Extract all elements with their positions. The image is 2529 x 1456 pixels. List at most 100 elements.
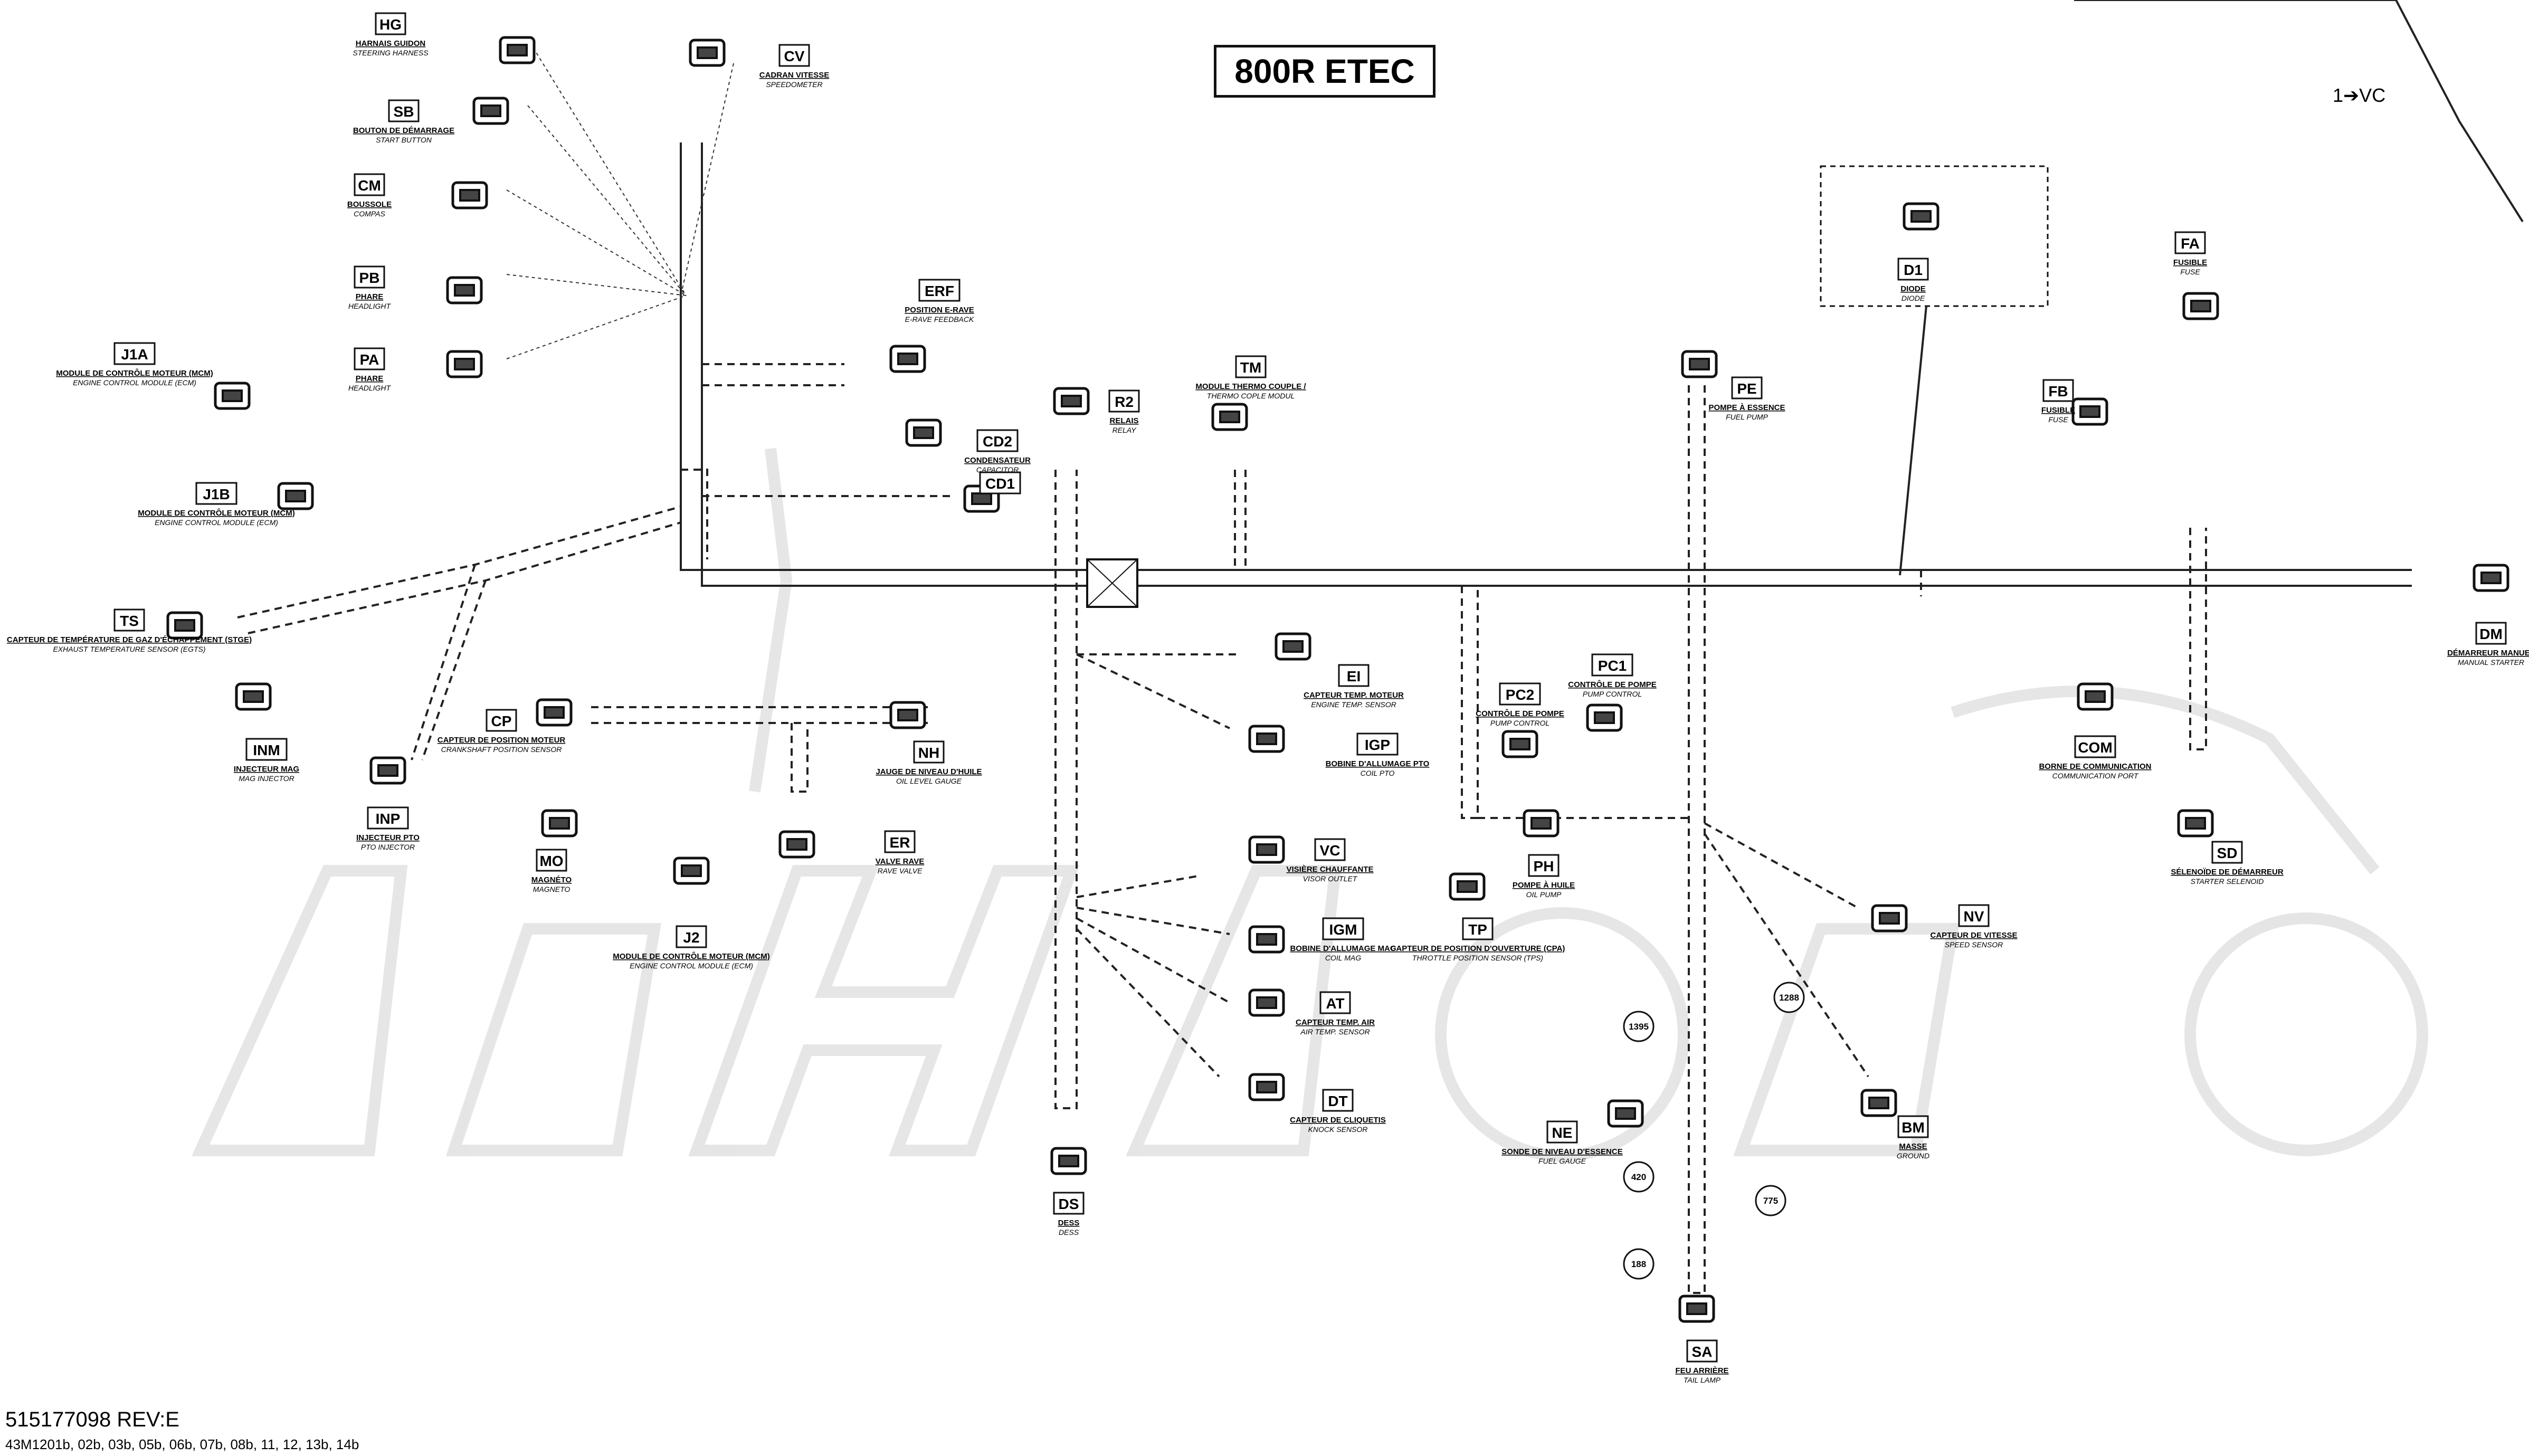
connector-code: CM: [358, 177, 381, 194]
connector-label-en: MANUAL STARTER: [2458, 658, 2524, 667]
connector-label-en: ENGINE CONTROL MODULE (ECM): [630, 962, 753, 970]
connector-pin-icon: [2085, 690, 2106, 703]
length-callout-circle: [1623, 1248, 1655, 1280]
connector-pin-icon: [697, 46, 718, 59]
diode-leader: [1899, 306, 1927, 576]
connector-code-box: [1897, 1115, 1929, 1138]
connector-code-box: [2475, 622, 2507, 645]
connector-code-box: [1338, 664, 1370, 687]
connector-code-box: [388, 99, 420, 122]
connector-code: DT: [1328, 1093, 1347, 1109]
connector-code-box: [676, 925, 707, 948]
main-trunk: [237, 142, 2412, 1294]
connector-label-en: ENGINE CONTROL MODULE (ECM): [155, 518, 278, 527]
connector-label-en: FUEL PUMP: [1726, 413, 1769, 421]
connector-label-fr: PHARE: [356, 374, 384, 383]
connector-code-box: [1897, 258, 1929, 281]
connector-label-en: VISOR OUTLET: [1303, 874, 1358, 883]
connector-code: ER: [890, 834, 910, 851]
connector-code: PC1: [1598, 658, 1627, 674]
connector-label-fr: DESS: [1058, 1219, 1080, 1227]
connector-label-fr: CONTRÔLE DE POMPE: [1476, 709, 1564, 718]
connector-code: MO: [539, 853, 563, 869]
connector-pin-icon: [1061, 395, 1082, 407]
connector-code: PC2: [1506, 687, 1534, 703]
connector-label-fr: CAPTEUR DE TEMPÉRATURE DE GAZ D'ÉCHAPPEM…: [7, 635, 252, 644]
connector-code: PE: [1737, 380, 1756, 397]
connector-label-fr: FUSIBLE: [2041, 406, 2075, 415]
length-callout: 188: [1623, 1248, 1655, 1280]
connector-label-fr: SONDE DE NIVEAU D'ESSENCE: [1501, 1147, 1622, 1156]
connector-code-box: [354, 347, 385, 370]
connector-label-en: COIL PTO: [1361, 769, 1395, 777]
connector-code: J2: [683, 929, 699, 946]
connector-code: TP: [1468, 921, 1487, 938]
connector-code-box: [1235, 355, 1267, 378]
connector-code: BM: [1901, 1119, 1925, 1136]
part-number: 515177098 REV:E: [5, 1408, 179, 1431]
connector-label-fr: BOUSSOLE: [347, 200, 392, 209]
connector-pin-icon: [1686, 1302, 1707, 1315]
connector-pin-icon: [681, 864, 702, 877]
connector-pin-icon: [1868, 1097, 1889, 1109]
connector-pin-icon: [1256, 843, 1277, 856]
connector-code: COM: [2078, 739, 2112, 756]
connector-code: PH: [1534, 858, 1554, 874]
connector-pin-icon: [1256, 1081, 1277, 1093]
connector-code: CV: [784, 48, 805, 64]
connector-code: EI: [1347, 668, 1361, 684]
connector-code: SB: [394, 103, 414, 120]
connector-label-fr: SÉLENOÏDE DE DÉMARREUR: [2171, 868, 2284, 877]
connector-label-en: RAVE VALVE: [878, 867, 923, 875]
connector-code-box: [1053, 1192, 1085, 1215]
connector-label-en: GROUND: [1897, 1152, 1929, 1160]
connector-code: SD: [2217, 845, 2238, 861]
connector-label-fr: CADRAN VITESSE: [759, 71, 830, 80]
connector-code: CD2: [983, 433, 1012, 450]
connector-label-en: COIL MAG: [1325, 954, 1361, 962]
connector-label-en: PUMP CONTROL: [1583, 690, 1642, 698]
connector-code-box: [367, 806, 409, 830]
connector-label-en: FUEL GAUGE: [1538, 1157, 1586, 1165]
connector-label-en: MAGNETO: [533, 885, 571, 893]
connector-pin-icon: [1457, 880, 1478, 893]
connector-code: D1: [1904, 262, 1923, 278]
connector-code-box: [778, 44, 810, 67]
connector-pin-icon: [1530, 817, 1552, 830]
connector-pin-icon: [2190, 300, 2211, 312]
connector-label-fr: FUSIBLE: [2173, 258, 2207, 267]
connector-label-en: DESS: [1059, 1228, 1079, 1236]
connector-label-fr: MODULE DE CONTRÔLE MOTEUR (MCM): [138, 508, 294, 518]
length-callout: 775: [1755, 1185, 1786, 1216]
connector-pin-icon: [913, 426, 934, 439]
connector-code-box: [245, 738, 288, 761]
connector-label-en: ENGINE CONTROL MODULE (ECM): [73, 378, 196, 387]
connector-code: R2: [1115, 394, 1134, 410]
connector-code-box: [884, 830, 916, 853]
connector-label-en: TAIL LAMP: [1684, 1376, 1721, 1384]
connector-label-fr: CONDENSATEUR: [964, 456, 1031, 465]
connector-pin-icon: [1879, 912, 1900, 925]
connector-code-box: [2211, 841, 2243, 864]
connector-label-fr: CAPTEUR DE POSITION D'OUVERTURE (CPA): [1391, 944, 1565, 953]
connector-code-box: [195, 482, 237, 505]
length-callout: 1395: [1623, 1011, 1655, 1042]
